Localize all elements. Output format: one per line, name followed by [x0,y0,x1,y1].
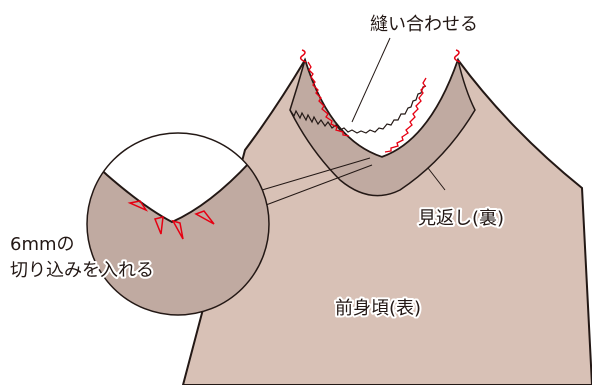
label-facing-back: 見返し(裏) [418,208,504,229]
magnifier-connector-top [261,157,371,191]
notch-1 [127,200,149,212]
stitch-start-right [453,49,461,63]
stitch-start-left [299,49,307,63]
label-notch-size: 6mmの [10,234,75,255]
neckline-stitch-left [307,61,350,137]
leader-sew [351,37,391,123]
notch-2 [153,216,164,235]
neckline-stitch-right [384,77,427,153]
label-sew-together: 縫い合わせる [370,14,478,35]
label-notch-action: 切り込みを入れる [10,260,154,281]
facing-zigzag-edge [289,85,427,134]
notch-3 [171,219,184,240]
leader-facing [427,167,446,191]
magnifier-detail [87,133,269,315]
notch-4 [194,210,215,225]
label-front-body: 前身頃(表) [335,298,421,319]
magnifier-connector-bottom [265,164,373,206]
facing-panel [289,57,476,197]
magnifier-ring [86,132,270,316]
